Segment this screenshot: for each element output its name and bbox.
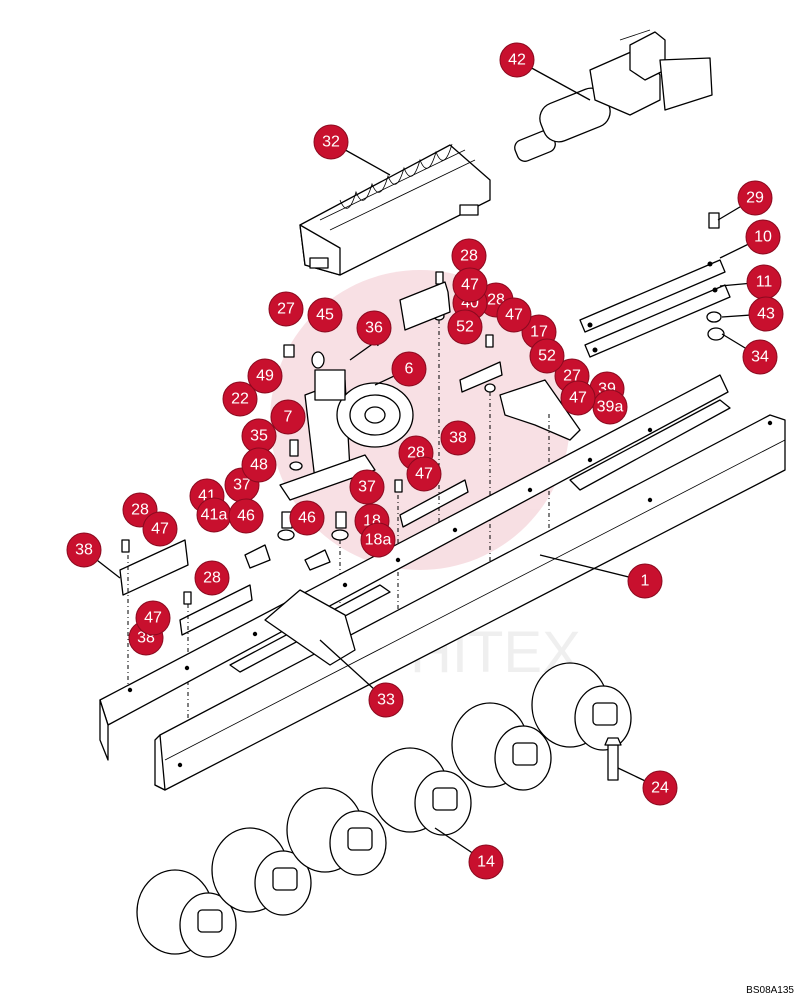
roller-4 xyxy=(371,747,472,836)
callout-label: 49 xyxy=(256,368,274,385)
roller-2 xyxy=(211,827,312,916)
callout-6[interactable]: 6 xyxy=(391,351,427,387)
callout-39a[interactable]: 39a xyxy=(592,389,628,425)
callout-label: 14 xyxy=(477,854,495,871)
drawing-code: BS08A135 xyxy=(746,985,794,996)
callout-label: 27 xyxy=(277,301,295,318)
callout-38[interactable]: 38 xyxy=(440,420,476,456)
callout-1[interactable]: 1 xyxy=(627,563,663,599)
callout-34[interactable]: 34 xyxy=(742,339,778,375)
callout-label: 27 xyxy=(563,368,581,385)
callout-47[interactable]: 47 xyxy=(452,267,488,303)
callout-47[interactable]: 47 xyxy=(560,380,596,416)
callout-label: 34 xyxy=(751,349,769,366)
callout-24[interactable]: 24 xyxy=(642,770,678,806)
callout-label: 45 xyxy=(316,307,334,324)
callout-28[interactable]: 28 xyxy=(451,238,487,274)
callout-label: 52 xyxy=(538,348,556,365)
callout-label: 46 xyxy=(298,510,316,527)
brackets xyxy=(119,281,581,636)
callout-label: 47 xyxy=(151,521,169,538)
track-rollers xyxy=(136,662,632,958)
recoil-spring xyxy=(299,143,491,276)
callout-33[interactable]: 33 xyxy=(368,682,404,718)
callout-label: 52 xyxy=(456,319,474,336)
callout-35[interactable]: 35 xyxy=(241,418,277,454)
callout-37[interactable]: 37 xyxy=(349,469,385,505)
callout-22[interactable]: 22 xyxy=(222,381,258,417)
callout-label: 28 xyxy=(203,570,221,587)
callout-7[interactable]: 7 xyxy=(270,399,306,435)
callout-label: 46 xyxy=(237,508,255,525)
callout-36[interactable]: 36 xyxy=(356,310,392,346)
callout-47[interactable]: 47 xyxy=(496,297,532,333)
callout-41a[interactable]: 41a xyxy=(196,497,232,533)
callout-label: 32 xyxy=(322,134,340,151)
callout-label: 28 xyxy=(131,502,149,519)
roller-3 xyxy=(286,787,387,876)
callout-label: 1 xyxy=(641,573,650,590)
callout-label: 47 xyxy=(461,277,479,294)
guide-plates xyxy=(579,212,731,358)
callout-label: 42 xyxy=(508,52,526,69)
callout-label: 47 xyxy=(505,307,523,324)
callout-label: 43 xyxy=(757,306,775,323)
callout-label: 37 xyxy=(358,479,376,496)
track-frame xyxy=(99,374,786,791)
callout-label: 35 xyxy=(250,428,268,445)
callout-label: 28 xyxy=(460,248,478,265)
roller-6 xyxy=(531,662,632,751)
callout-10[interactable]: 10 xyxy=(745,219,781,255)
callout-label: 38 xyxy=(75,542,93,559)
callout-label: 47 xyxy=(569,390,587,407)
callout-46[interactable]: 46 xyxy=(289,500,325,536)
idler-assembly xyxy=(279,334,414,501)
callout-label: 18a xyxy=(365,532,392,549)
callout-11[interactable]: 11 xyxy=(746,264,782,300)
callout-label: 47 xyxy=(144,610,162,627)
callout-14[interactable]: 14 xyxy=(468,844,504,880)
callout-label: 7 xyxy=(284,409,293,426)
callout-47[interactable]: 47 xyxy=(142,511,178,547)
callout-27[interactable]: 27 xyxy=(268,291,304,327)
callout-label: 36 xyxy=(365,320,383,337)
callout-43[interactable]: 43 xyxy=(748,296,784,332)
callout-label: 39a xyxy=(597,399,624,416)
callout-38[interactable]: 38 xyxy=(66,532,102,568)
callout-label: 41a xyxy=(201,507,228,524)
callout-label: 10 xyxy=(754,229,772,246)
callout-label: 33 xyxy=(377,692,395,709)
callout-29[interactable]: 29 xyxy=(737,180,773,216)
callout-52[interactable]: 52 xyxy=(529,338,565,374)
callouts: 1 6 7 10 11 14 17 18 18a 22 24 27 27 28 … xyxy=(66,42,784,880)
callout-47[interactable]: 47 xyxy=(406,456,442,492)
roller-1 xyxy=(136,869,237,958)
callout-46[interactable]: 46 xyxy=(228,498,264,534)
roller-5 xyxy=(451,702,552,791)
callout-52[interactable]: 52 xyxy=(447,309,483,345)
callout-18a[interactable]: 18a xyxy=(360,522,396,558)
callout-label: 48 xyxy=(250,457,268,474)
callout-label: 24 xyxy=(651,780,669,797)
callout-label: 47 xyxy=(415,466,433,483)
callout-label: 29 xyxy=(746,190,764,207)
callout-32[interactable]: 32 xyxy=(313,124,349,160)
track-adjuster-cylinder xyxy=(514,29,713,162)
callout-label: 38 xyxy=(449,430,467,447)
callout-label: 37 xyxy=(233,477,251,494)
callout-label: 11 xyxy=(756,274,773,291)
callout-49[interactable]: 49 xyxy=(247,358,283,394)
callout-48[interactable]: 48 xyxy=(241,447,277,483)
callout-45[interactable]: 45 xyxy=(307,297,343,333)
callout-28[interactable]: 28 xyxy=(194,560,230,596)
callout-label: 17 xyxy=(530,324,548,341)
callout-label: 22 xyxy=(231,391,249,408)
callout-47[interactable]: 47 xyxy=(135,600,171,636)
callout-label: 6 xyxy=(405,361,414,378)
callout-42[interactable]: 42 xyxy=(499,42,535,78)
